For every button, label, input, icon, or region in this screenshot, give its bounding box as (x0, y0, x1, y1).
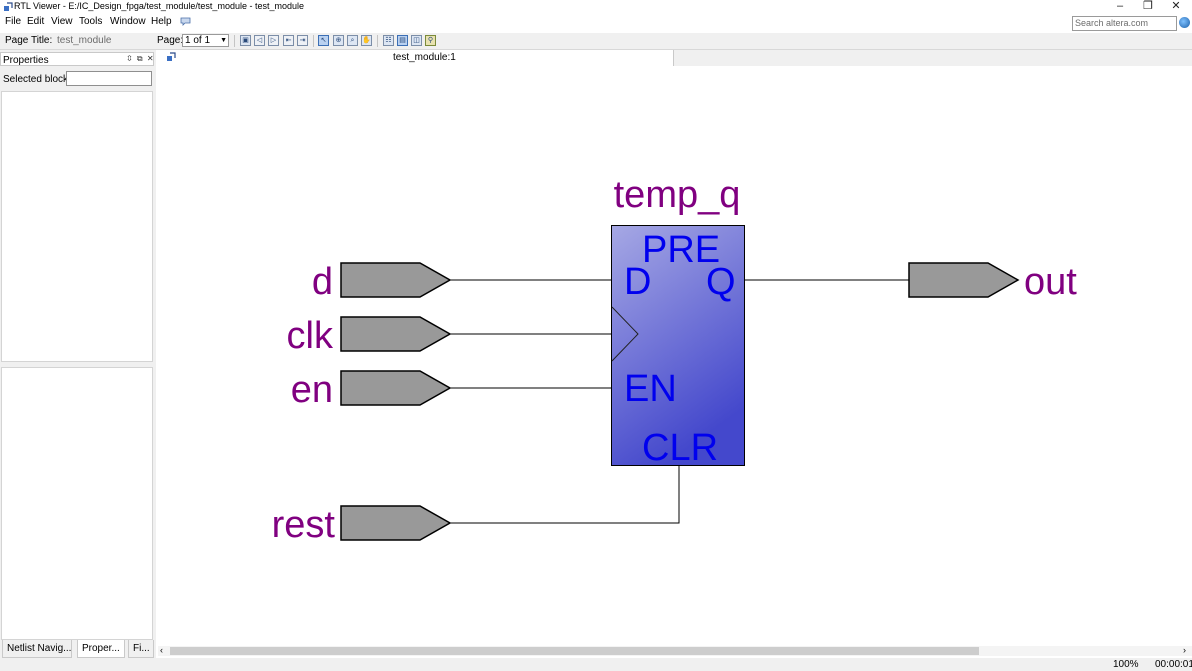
find-icon[interactable]: ⚲ (425, 35, 436, 46)
chevron-down-icon: ▼ (220, 37, 227, 44)
fit-window-icon[interactable]: ⌕ (347, 35, 358, 46)
forward-icon[interactable]: ▷ (268, 35, 279, 46)
page-title-label: Page Title: (5, 35, 53, 46)
selected-block-label: Selected block: (3, 74, 71, 85)
tab-find[interactable]: Fi... (128, 640, 154, 658)
globe-icon[interactable] (1179, 17, 1190, 28)
window-title: RTL Viewer - E:/IC_Design_fpga/test_modu… (14, 1, 304, 11)
tab-netlist-navigator[interactable]: Netlist Navig... (2, 640, 72, 658)
tab-label: test_module:1 (393, 52, 456, 63)
selected-block-field[interactable] (66, 71, 152, 86)
properties-title: Properties (3, 55, 49, 66)
menu-view[interactable]: View (51, 16, 73, 27)
scrollbar-thumb[interactable] (170, 647, 979, 655)
tab-properties[interactable]: Proper... (77, 640, 125, 658)
properties-header (0, 52, 154, 66)
toolbar-separator (234, 35, 235, 47)
filter-icon[interactable]: ◫ (411, 35, 422, 46)
page-select[interactable]: 1 of 1 ▼ (182, 34, 229, 47)
go-up-icon[interactable]: ⇤ (283, 35, 294, 46)
panel-controls[interactable]: ⇳ ⧉ ✕ (126, 54, 155, 63)
rtl-document-icon (167, 52, 176, 61)
fit-page-icon[interactable]: ▣ (240, 35, 251, 46)
menu-bar (0, 14, 1192, 32)
netlist-icon[interactable]: ▤ (397, 35, 408, 46)
back-icon[interactable]: ◁ (254, 35, 265, 46)
scroll-right-arrow-icon[interactable]: › (1183, 645, 1186, 655)
selection-tool-icon[interactable]: ↖ (318, 35, 329, 46)
menu-edit[interactable]: Edit (27, 16, 45, 27)
properties-pane (1, 91, 153, 362)
toolbar-separator (377, 35, 378, 47)
page-label: Page: (157, 35, 184, 46)
menu-window[interactable]: Window (110, 16, 146, 27)
menu-help[interactable]: Help (151, 16, 172, 27)
properties-detail-pane (1, 367, 153, 640)
tab-test-module[interactable] (160, 50, 674, 66)
scroll-left-arrow-icon[interactable]: ‹ (160, 645, 163, 655)
page-select-value: 1 of 1 (185, 35, 211, 46)
zoom-tool-icon[interactable]: ⊕ (333, 35, 344, 46)
status-bar (0, 658, 1192, 671)
close-button[interactable]: ✕ (1171, 0, 1181, 12)
title-bar (0, 0, 1192, 14)
page-title-value: test_module (57, 35, 112, 46)
menu-tools[interactable]: Tools (79, 16, 103, 27)
zoom-level: 100% (1113, 659, 1139, 670)
search-input[interactable]: Search altera.com (1072, 16, 1177, 31)
go-down-icon[interactable]: ⇥ (297, 35, 308, 46)
schematic-canvas[interactable] (158, 66, 1192, 644)
minimize-button[interactable]: – (1116, 0, 1124, 12)
elapsed-time: 00:00:01 (1155, 659, 1192, 670)
hand-tool-icon[interactable]: ✋ (361, 35, 372, 46)
rtl-viewer-app-icon (4, 2, 13, 11)
toolbar-separator (313, 35, 314, 47)
chat-bubble-icon[interactable] (180, 16, 191, 27)
menu-file[interactable]: File (5, 16, 22, 27)
restore-button[interactable]: ❐ (1143, 0, 1153, 12)
hierarchy-icon[interactable]: ☷ (383, 35, 394, 46)
